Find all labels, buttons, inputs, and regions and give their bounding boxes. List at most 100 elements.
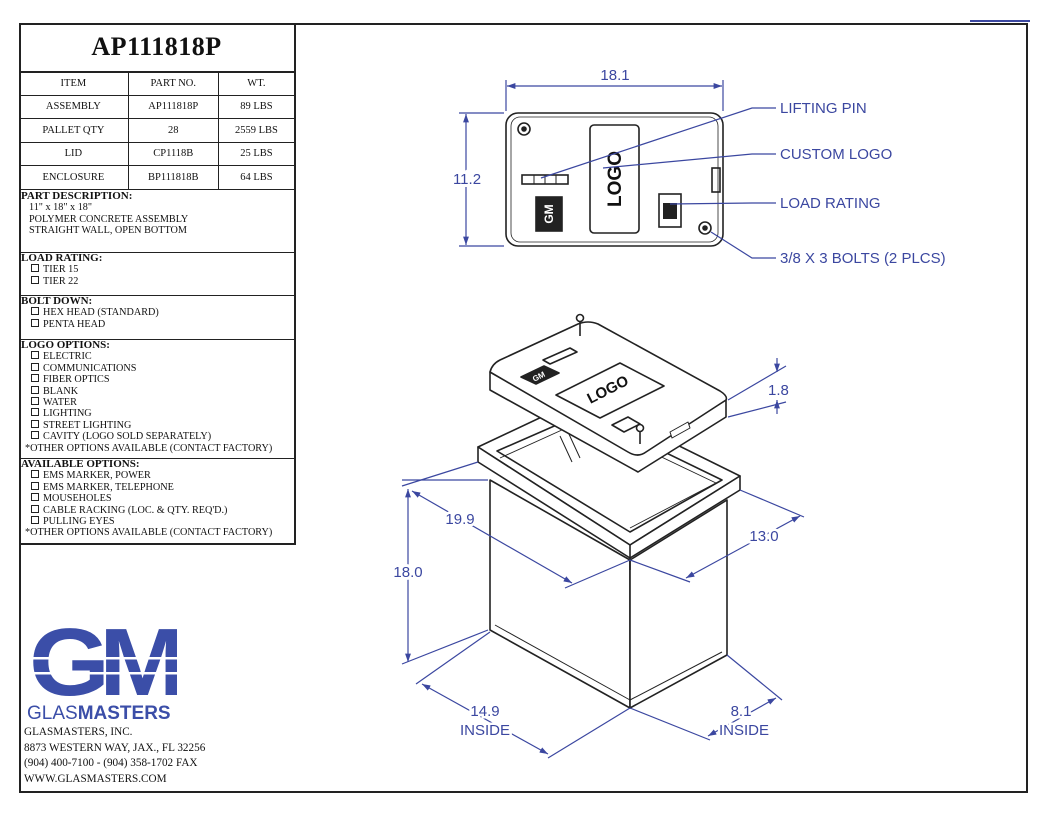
dimension-inside-depth: 8.1 [731, 703, 752, 720]
leader-custom-logo [602, 153, 776, 169]
dimension-lid-thickness: 1.8 [768, 382, 789, 399]
monogram-stripe [27, 657, 177, 660]
description-line: 11" x 18" x 18" [29, 202, 93, 214]
iso-gm-badge [520, 365, 560, 385]
top-view-dimensions [459, 80, 776, 259]
company-name: GLASMASTERS, INC. [24, 726, 133, 738]
spec-table-header: ITEM PART NO. WT. [19, 71, 294, 96]
iso-logo-panel [555, 362, 665, 419]
option-item: COMMUNICATIONS [19, 363, 294, 374]
company-website[interactable]: WWW.GLASMASTERS.COM [24, 772, 167, 785]
bolt-head-icon [702, 225, 708, 231]
dimension-line-length [411, 490, 573, 584]
section-heading: PART DESCRIPTION: [21, 190, 133, 202]
option-item: WATER [19, 397, 294, 408]
title-block: AP111818P ITEM PART NO. WT. ASSEMBLY AP1… [19, 23, 296, 545]
gm-badge [535, 196, 563, 232]
option-item: STREET LIGHTING [19, 420, 294, 431]
option-item: TIER 15 [19, 264, 294, 275]
cell-part-no: 28 [127, 118, 219, 143]
header-weight: WT. [217, 71, 294, 96]
cell-item: ENCLOSURE [19, 165, 129, 190]
extension-line [739, 489, 805, 518]
extension-line [401, 629, 489, 665]
inner-shadow-line [559, 435, 573, 463]
logo-options-section: LOGO OPTIONS: ELECTRIC COMMUNICATIONS FI… [19, 339, 294, 459]
dimension-line-depth [685, 515, 801, 579]
iso-lid [489, 313, 728, 473]
cell-weight: 64 LBS [217, 165, 294, 190]
dimension-height: 11.2 [453, 171, 481, 188]
section-heading: LOGO OPTIONS: [21, 339, 110, 351]
iso-labels: 1.8 19.9 13.0 18.0 14.9 INSIDE 8.1 INSID… [390, 382, 789, 742]
iso-dimensions [401, 358, 805, 759]
options-note: *OTHER OPTIONS AVAILABLE (CONTACT FACTOR… [25, 527, 273, 539]
bolt-hole-icon [517, 122, 531, 136]
base-edge [494, 624, 631, 701]
lid-inner-outline [510, 116, 719, 243]
base-edge [629, 651, 723, 701]
wordmark-light: GLAS [27, 703, 78, 722]
cell-item: PALLET QTY [19, 118, 129, 143]
sheet-top-accent [970, 20, 1030, 22]
extension-line [547, 707, 631, 759]
custom-logo-panel [589, 124, 640, 234]
part-description-section: PART DESCRIPTION: 11" x 18" x 18" POLYME… [19, 190, 294, 253]
option-item: HEX HEAD (STANDARD) [19, 307, 294, 318]
gm-monogram: GM [29, 617, 177, 716]
wordmark-bold: MASTERS [78, 703, 171, 722]
dimension-line-inside-length [421, 683, 549, 755]
leader-bolts [710, 231, 776, 259]
gm-badge-text: GM [542, 204, 556, 223]
callout-load-rating: LOAD RATING [780, 195, 881, 212]
table-row: ASSEMBLY AP111818P 89 LBS [19, 94, 294, 119]
section-heading: LOAD RATING: [21, 252, 103, 264]
cell-part-no: AP111818P [127, 94, 219, 119]
description-line: POLYMER CONCRETE ASSEMBLY [29, 213, 189, 225]
dimension-length: 19.9 [445, 511, 474, 528]
cell-weight: 25 LBS [217, 141, 294, 166]
header-part-no: PART NO. [127, 71, 219, 96]
cell-part-no: BP111818B [127, 165, 219, 190]
logo-text: LOGO [605, 151, 626, 207]
option-item: ELECTRIC [19, 351, 294, 362]
extension-line [415, 631, 491, 685]
dimension-line-inside-depth [707, 697, 777, 737]
company-address: 8873 WESTERN WAY, JAX., FL 32256 [24, 741, 206, 754]
top-view [505, 112, 724, 247]
iso-lift-slot [542, 347, 578, 365]
callout-lifting-pin: LIFTING PIN [780, 100, 867, 117]
dimension-inside-length: 14.9 [470, 703, 499, 720]
load-rating-plate [658, 193, 682, 228]
bolt-down-section: BOLT DOWN: HEX HEAD (STANDARD) PENTA HEA… [19, 295, 294, 340]
load-rating-mark [663, 203, 677, 219]
leader-lifting-pin [540, 107, 776, 179]
callout-bolts: 3/8 X 3 BOLTS (2 PLCS) [780, 250, 946, 267]
table-row: ENCLOSURE BP111818B 64 LBS [19, 165, 294, 190]
options-note: *OTHER OPTIONS AVAILABLE (CONTACT FACTOR… [25, 442, 273, 454]
glasmasters-logo: GM GLASMASTERS [27, 617, 177, 722]
load-rating-section: LOAD RATING: TIER 15 TIER 22 [19, 252, 294, 296]
leader-load-rating [669, 202, 776, 205]
inside-label: INSIDE [719, 722, 769, 739]
option-item: CAVITY (LOGO SOLD SEPARATELY) [19, 431, 294, 442]
dimension-height-iso: 18.0 [393, 564, 422, 581]
option-item: PULLING EYES [19, 516, 294, 527]
extension-line [629, 559, 691, 583]
cell-item: ASSEMBLY [19, 94, 129, 119]
section-heading: AVAILABLE OPTIONS: [21, 458, 140, 470]
extension-line [726, 654, 783, 701]
side-marking [711, 167, 721, 193]
option-item: EMS MARKER, TELEPHONE [19, 482, 294, 493]
lifting-pin-head-icon [575, 313, 585, 323]
extension-line [564, 559, 631, 589]
dimension-width: 18.1 [600, 67, 629, 84]
description-line: STRAIGHT WALL, OPEN BOTTOM [29, 225, 187, 237]
section-heading: BOLT DOWN: [21, 295, 93, 307]
callout-custom-logo: CUSTOM LOGO [780, 146, 892, 163]
option-item: BLANK [19, 386, 294, 397]
lifting-pin-head-icon [635, 423, 645, 433]
option-item: EMS MARKER, POWER [19, 470, 294, 481]
